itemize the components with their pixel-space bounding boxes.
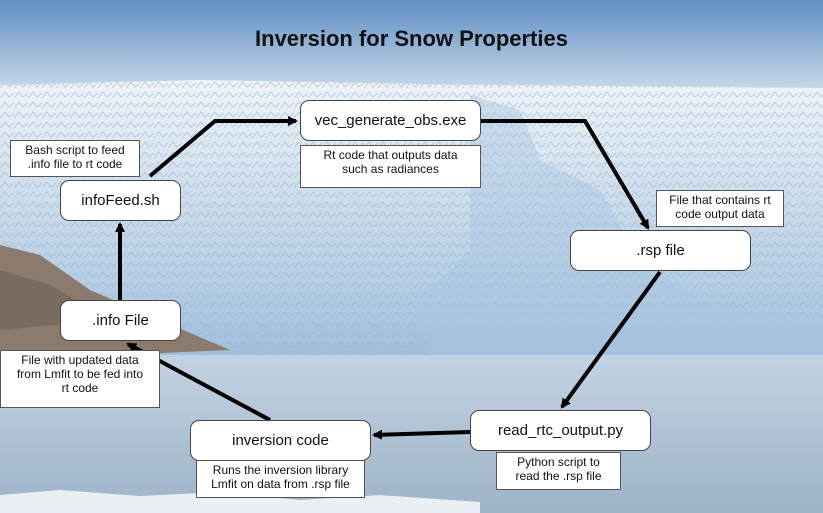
note-line: code output data: [675, 207, 765, 221]
note-line: File that contains rt: [669, 193, 771, 207]
note-line: File with updated data: [21, 353, 139, 367]
note-line: Python script to: [517, 455, 600, 469]
note-rsp-file: File that contains rt code output data: [656, 190, 784, 227]
node-infofeed-sh: infoFeed.sh: [60, 180, 181, 221]
node-info-file: .info File: [60, 300, 181, 341]
note-vec-generate-obs: Rt code that outputs data such as radian…: [300, 145, 481, 188]
diagram-title: Inversion for Snow Properties: [255, 26, 568, 51]
note-read-rtc-output: Python script to read the .rsp file: [496, 452, 621, 490]
note-line: read the .rsp file: [515, 469, 602, 483]
node-read-rtc-output: read_rtc_output.py: [470, 410, 651, 451]
note-line: .info file to rt code: [27, 157, 123, 171]
node-vec-generate-obs: vec_generate_obs.exe: [300, 100, 481, 141]
note-line: from Lmfit to be fed into: [16, 367, 144, 381]
note-line: such as radiances: [342, 162, 439, 176]
note-info-file: File with updated data from Lmfit to be …: [0, 350, 160, 408]
note-line: Lmfit on data from .rsp file: [211, 477, 350, 491]
note-line: rt code: [61, 381, 99, 395]
node-inversion-code: inversion code: [190, 420, 371, 461]
note-line: Bash script to feed: [25, 143, 125, 157]
note-inversion-code: Runs the inversion library Lmfit on data…: [196, 460, 365, 498]
note-infofeed-sh: Bash script to feed .info file to rt cod…: [10, 140, 140, 177]
note-line: Rt code that outputs data: [323, 148, 458, 162]
node-rsp-file: .rsp file: [570, 230, 751, 271]
note-line: Runs the inversion library: [212, 463, 349, 477]
